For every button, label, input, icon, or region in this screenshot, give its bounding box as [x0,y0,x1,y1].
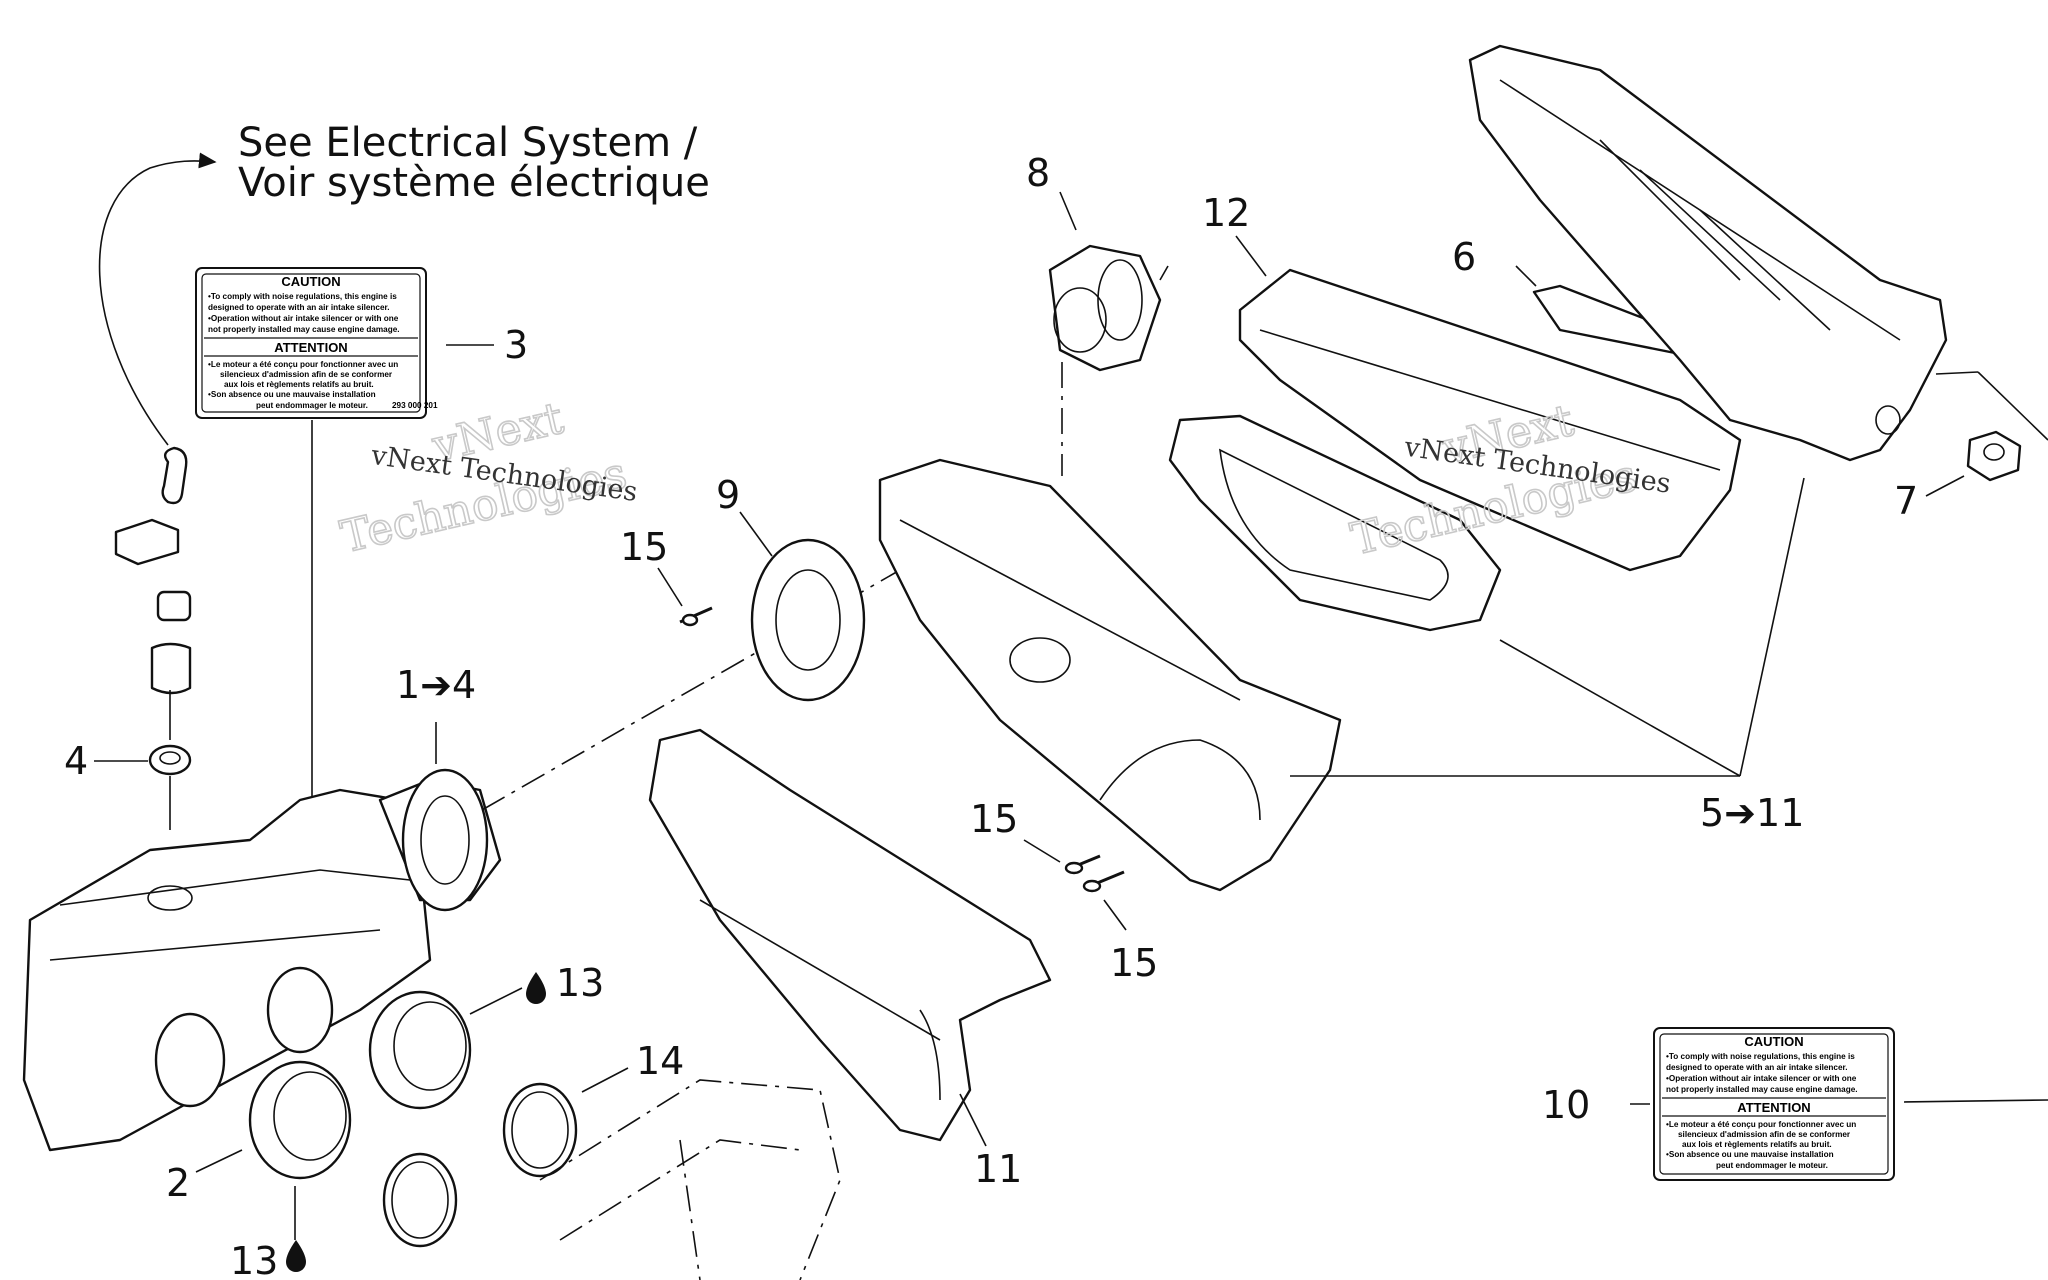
decal2-caution-line-3: •Operation without air intake silencer o… [1666,1074,1857,1083]
callout-5-11: 5➔11 [1700,791,1804,835]
callout-14: 14 [636,1039,684,1083]
air-intake-silencer [22,768,502,1152]
decal-attention-line-5: peut endommager le moteur. [256,401,368,410]
leader-12 [1235,235,1267,277]
decal-caution-line-2: designed to operate with an air intake s… [208,303,390,312]
callout-11: 11 [974,1147,1022,1191]
decal-part-code: 293 000 201 [392,401,438,410]
screw-15-c [1082,870,1125,893]
decal-attention-line-2: silencieux d'admission afin de se confor… [220,370,393,379]
note-line-2: Voir système électrique [238,160,710,206]
decal2-attention-line-3: aux lois et règlements relatifs au bruit… [1682,1140,1832,1149]
leader-cover-right [1935,371,1979,375]
leader-15-c [1103,899,1127,931]
sleeve-13 [368,990,472,1110]
decal-caution-line-4: not properly installed may cause engine … [208,325,400,334]
decal2-attention-line-1: •Le moteur a été conçu pour fonctionner … [1666,1120,1856,1129]
decal2-caution-title: CAUTION [1744,1034,1803,1049]
callout-8: 8 [1026,151,1050,195]
decal2-attention-title: ATTENTION [1737,1100,1810,1115]
oil-drop-icon [286,1240,306,1272]
leader-7 [1925,475,1965,497]
callout-1-4: 1➔4 [396,663,476,707]
coupling-sleeves [248,990,578,1248]
upper-cover [1468,44,1948,462]
oil-drop-icon [526,972,546,1004]
filter-element-12 [1238,268,1742,572]
decal2-attention-line-2: silencieux d'admission afin de se confor… [1678,1130,1851,1139]
leader-8 [1059,191,1077,231]
leader-13-top [469,987,523,1015]
sleeve-2 [248,1060,352,1180]
grommet-8 [1048,244,1169,372]
caution-label-decal-3: CAUTION •To comply with noise regulation… [195,267,438,419]
screw-15-a [679,606,713,627]
grommet-4 [148,744,192,776]
callout-13-top: 13 [556,961,604,1005]
decal2-attention-line-4: •Son absence ou une mauvaise installatio… [1666,1150,1834,1159]
filter-cover-11 [648,728,1052,1142]
ring-9 [750,538,866,702]
callout-15-c: 15 [1110,941,1158,985]
callout-7: 7 [1894,479,1918,523]
callout-2: 2 [166,1161,190,1205]
callout-15-a: 15 [620,525,668,569]
leader-10-right [1903,1099,2048,1103]
callout-9: 9 [716,473,740,517]
decal-caution-line-1: •To comply with noise regulations, this … [208,292,397,301]
assembly-axis-1 [481,569,901,811]
leader-15-b [1023,839,1061,863]
note-line-1: See Electrical System / [238,120,698,166]
leader-cover-right-2 [1977,371,2048,441]
sensor-assembly [114,446,192,830]
filter-base-housing [878,458,1342,892]
decal-caution-title: CAUTION [281,274,340,289]
callout-4: 4 [64,739,88,783]
decal-caution-line-3: •Operation without air intake silencer o… [208,314,399,323]
knob-7 [1966,430,2022,482]
intake-flange-1-4 [401,768,489,912]
callout-10: 10 [1542,1083,1590,1127]
filter-tray [1168,414,1502,632]
clamp-14b [382,1152,458,1248]
leader-6 [1515,265,1537,287]
clamp-14 [502,1082,578,1178]
callout-15-b: 15 [970,797,1018,841]
caution-label-decal-10: CAUTION •To comply with noise regulation… [1653,1027,1895,1181]
group-leader-5-11 [1290,477,1805,777]
screw-15-b [1064,854,1101,875]
note-arrow [98,152,217,446]
callout-6: 6 [1452,235,1476,279]
decal-attention-title: ATTENTION [274,340,347,355]
decal-attention-line-3: aux lois et règlements relatifs au bruit… [224,380,374,389]
decal2-attention-line-5: peut endommager le moteur. [1716,1161,1828,1170]
leader-9 [739,511,773,557]
decal2-caution-line-1: •To comply with noise regulations, this … [1666,1052,1855,1061]
leader-14 [581,1067,629,1093]
callout-13-bottom: 13 [230,1239,278,1280]
callout-3: 3 [504,323,528,367]
engine-block-outline [539,1079,841,1280]
callout-12: 12 [1202,191,1250,235]
decal-attention-line-4: •Son absence ou une mauvaise installatio… [208,390,376,399]
leader-11 [959,1093,987,1147]
leader-2 [195,1149,243,1173]
decal2-caution-line-4: not properly installed may cause engine … [1666,1085,1858,1094]
decal-attention-line-1: •Le moteur a été conçu pour fonctionner … [208,360,398,369]
electrical-system-note: See Electrical System / Voir système éle… [98,120,710,446]
leader-15-a [657,567,683,607]
decal2-caution-line-2: designed to operate with an air intake s… [1666,1063,1848,1072]
